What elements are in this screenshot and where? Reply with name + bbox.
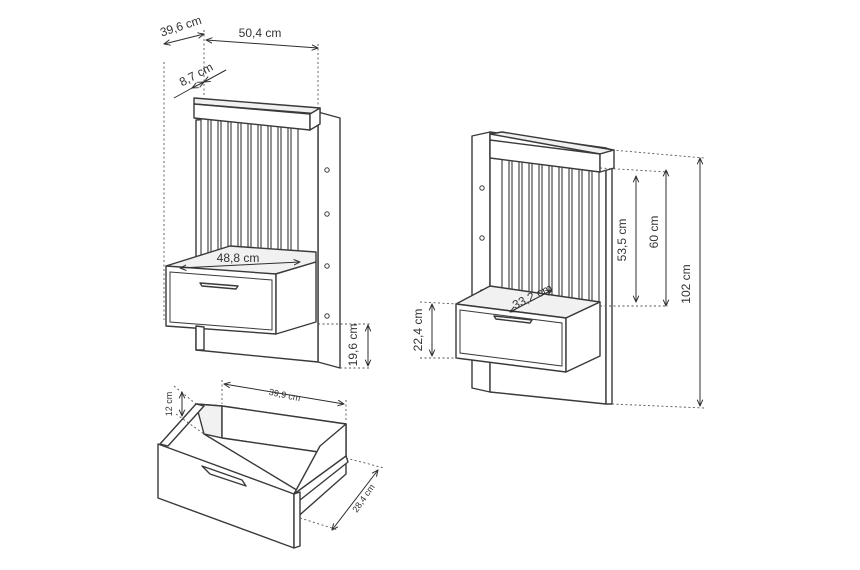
label-right-total-height: 102 cm	[679, 264, 693, 303]
mounting-hole	[324, 263, 330, 269]
mounting-hole	[479, 185, 485, 191]
dim-arrow-width	[206, 40, 318, 48]
dim-arrow-drawer-depth	[332, 470, 378, 530]
mounting-hole	[479, 235, 485, 241]
mounting-hole	[324, 313, 330, 319]
left-drawer-handle	[199, 282, 239, 290]
right-slats	[501, 157, 600, 308]
label-drawer-depth: 28,4 cm	[350, 482, 377, 514]
dim-arrow-drawer-width	[224, 384, 344, 404]
label-drawer-width: 39,9 cm	[268, 387, 301, 403]
right-drawer-handle	[493, 315, 533, 324]
right-nightstand-view: 53,5 cm 60 cm 102 cm 22,4 cm 33,2 cm	[411, 131, 705, 409]
dim-arrow-depth	[164, 34, 204, 44]
label-drawer-height: 12 cm	[164, 392, 174, 417]
label-left-drawer-height: 19,6 cm	[346, 324, 360, 367]
label-left-shelf-width: 48,8 cm	[217, 251, 260, 265]
drawer-handle	[201, 465, 247, 487]
right-drawer-side	[565, 301, 601, 373]
label-right-slat-height: 53,5 cm	[615, 219, 629, 262]
left-drawer-side	[275, 261, 317, 335]
dim-arrow-shelf-depth	[510, 290, 552, 312]
dim-arrow-shelf-width	[180, 262, 300, 268]
label-left-width: 50,4 cm	[239, 26, 282, 40]
mounting-hole	[324, 211, 330, 217]
left-back-panel-side	[317, 111, 341, 369]
drawer-view: 39,9 cm 12 cm 28,4 cm	[157, 380, 385, 549]
left-nightstand-view: 39,6 cm 50,4 cm 8,7 cm 48,8 cm 19,6 cm	[158, 13, 370, 369]
label-right-shelf-height: 22,4 cm	[411, 309, 425, 352]
label-left-top-depth: 8,7 cm	[177, 60, 215, 89]
mounting-hole	[324, 167, 330, 173]
label-right-headboard-height: 60 cm	[647, 216, 661, 249]
